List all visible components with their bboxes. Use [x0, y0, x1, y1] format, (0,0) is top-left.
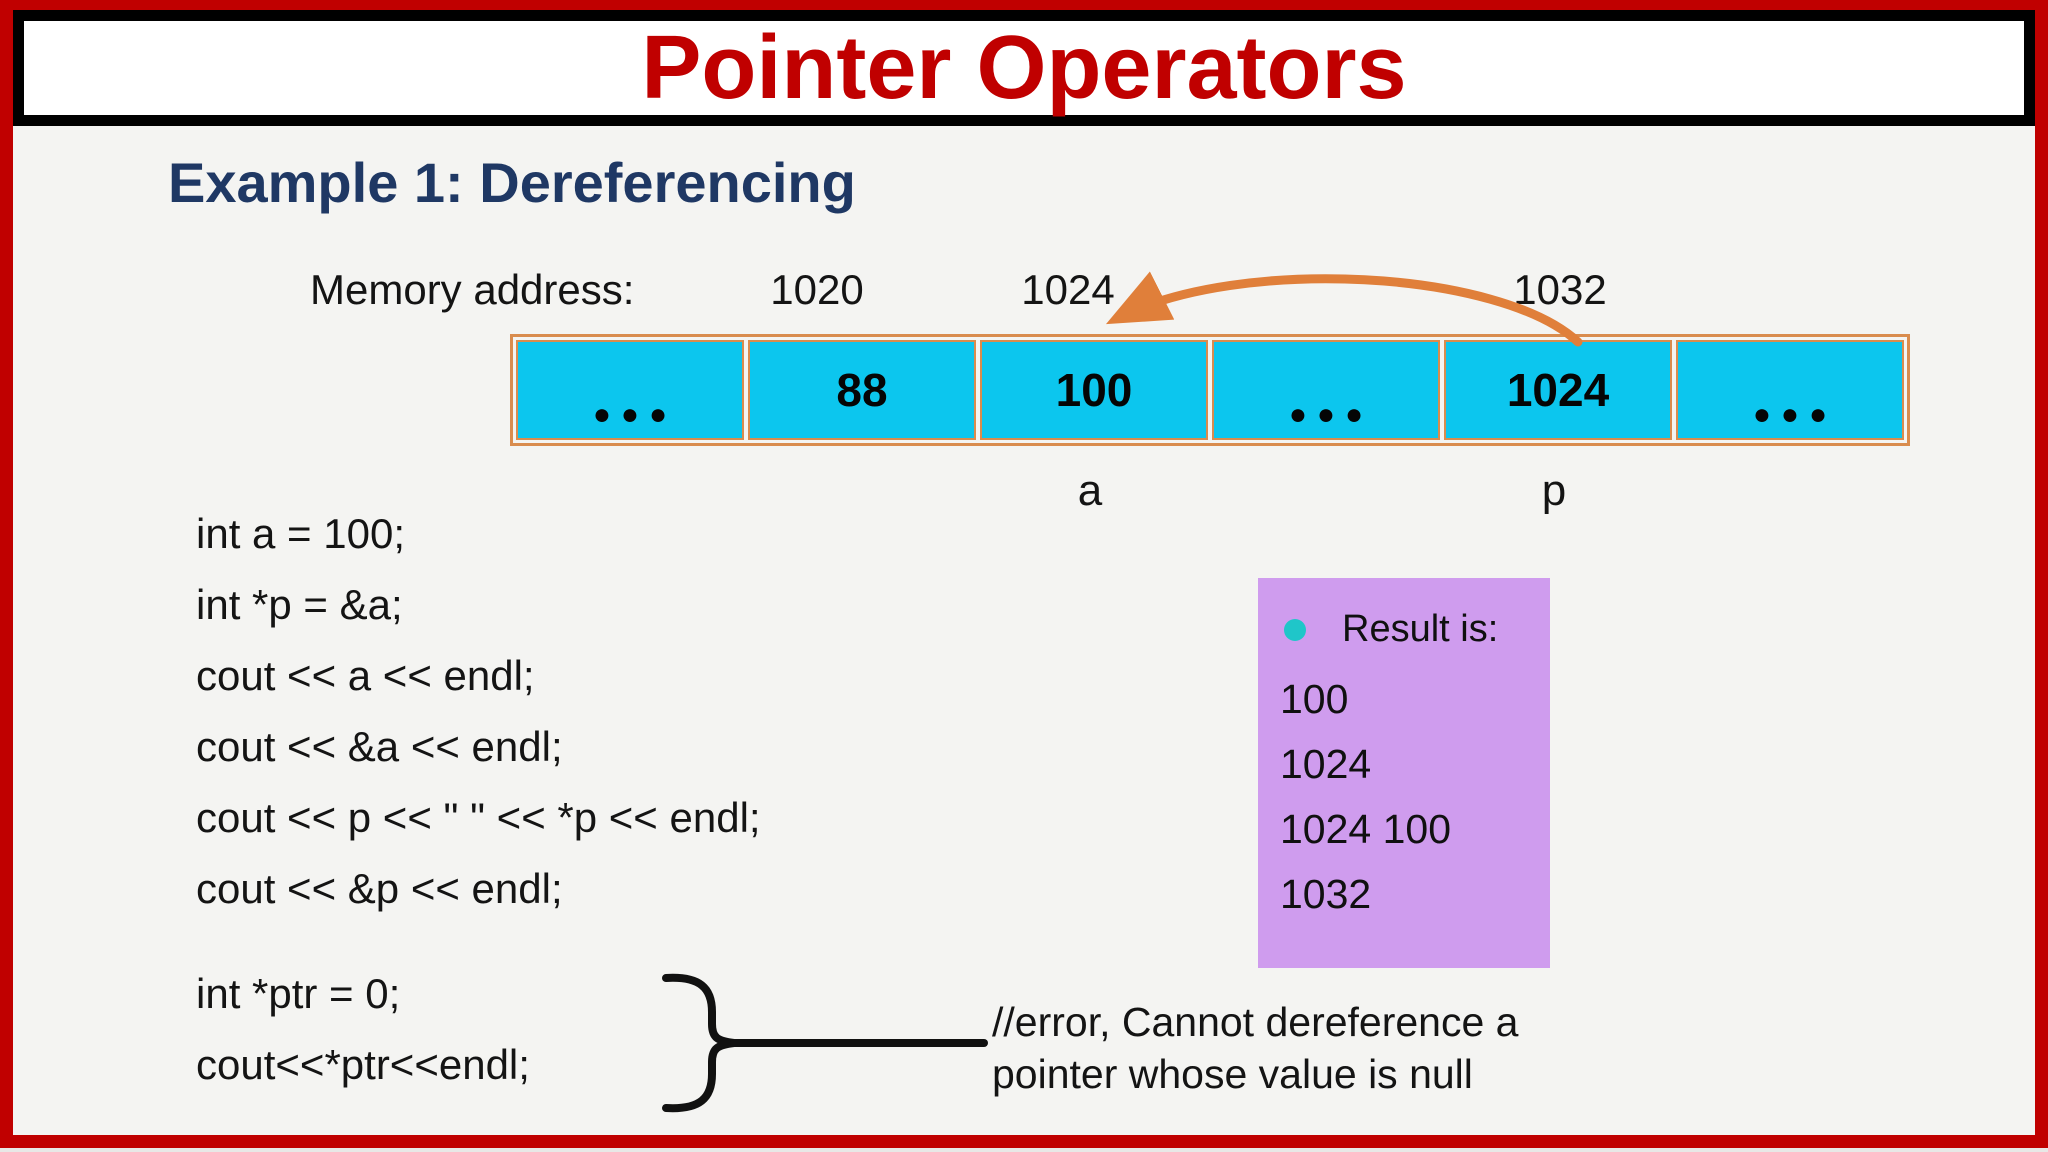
- address-label-1020: 1020: [770, 266, 864, 313]
- result-line: 1032: [1280, 871, 1372, 917]
- memory-cell: 100: [980, 340, 1208, 440]
- code-line: int a = 100;: [196, 509, 405, 557]
- code-line: cout << p << " " << *p << endl;: [196, 793, 761, 841]
- bullet-icon: [1284, 618, 1306, 641]
- result-lines: 100 1024 1024 100 1032: [1280, 667, 1550, 927]
- error-note-line: pointer whose value is null: [992, 1051, 1473, 1097]
- memory-cell: 1024: [1444, 340, 1672, 440]
- result-line: 1024 100: [1280, 806, 1452, 852]
- memory-cell: ●●●: [516, 340, 744, 440]
- address-label-1032: 1032: [1513, 266, 1607, 313]
- cell-value: 88: [836, 364, 888, 416]
- result-title-row: Result is:: [1284, 608, 1550, 651]
- address-label-1024: 1024: [1021, 266, 1115, 313]
- variable-p-label: p: [1541, 466, 1567, 515]
- slide-title: Pointer Operators: [641, 18, 1407, 118]
- code-line: cout<<*ptr<<endl;: [196, 1040, 530, 1088]
- code-line: cout << &p << endl;: [196, 864, 563, 912]
- memory-cell-row: ●●● 88 100 ●●● 1024 ●●●: [510, 334, 1910, 446]
- cell-dots: ●●●: [592, 398, 678, 431]
- variable-a-label: a: [1077, 466, 1103, 515]
- result-title: Result is:: [1342, 608, 1499, 650]
- code-line: cout << &a << endl;: [196, 722, 563, 770]
- cell-value: 1024: [1506, 364, 1610, 416]
- code-line: int *p = &a;: [196, 580, 403, 628]
- cell-dots: ●●●: [1288, 398, 1374, 431]
- title-band: Pointer Operators: [13, 10, 2035, 126]
- memory-cell: ●●●: [1212, 340, 1440, 440]
- result-line: 1024: [1280, 741, 1372, 787]
- memory-cell: ●●●: [1676, 340, 1904, 440]
- result-box: Result is: 100 1024 1024 100 1032: [1258, 578, 1550, 968]
- code-line: int *ptr = 0;: [196, 969, 401, 1017]
- memory-cell: 88: [748, 340, 976, 440]
- cell-dots: ●●●: [1752, 398, 1838, 431]
- null-pointer-code-block: int *ptr = 0; cout<<*ptr<<endl;: [196, 958, 530, 1100]
- error-note: //error, Cannot dereference a pointer wh…: [992, 996, 1518, 1100]
- code-line: cout << a << endl;: [196, 651, 535, 699]
- error-note-line: //error, Cannot dereference a: [992, 999, 1519, 1045]
- result-line: 100: [1280, 676, 1349, 722]
- code-block: int a = 100; int *p = &a; cout << a << e…: [196, 498, 761, 924]
- example-heading: Example 1: Dereferencing: [168, 151, 856, 214]
- cell-value: 100: [1055, 364, 1133, 416]
- memory-address-label: Memory address:: [310, 266, 635, 313]
